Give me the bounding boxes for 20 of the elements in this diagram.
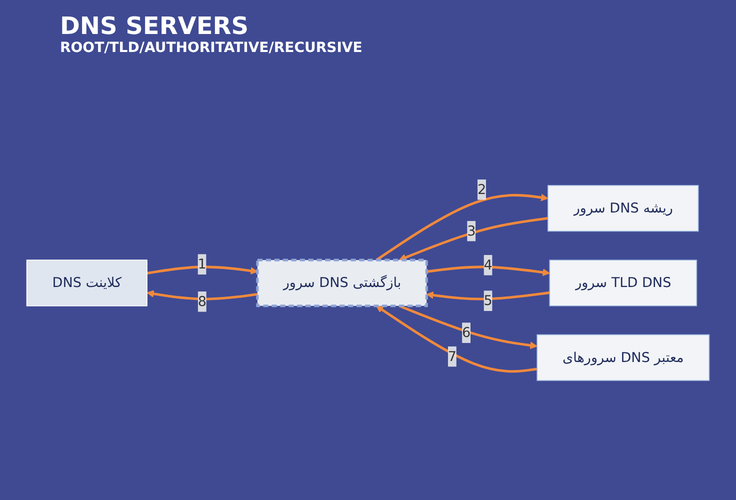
node-box: سرورهای DNS معتبر	[536, 334, 710, 381]
edge-label: 6	[462, 324, 471, 340]
arrow	[376, 194, 548, 262]
arrow	[146, 266, 258, 274]
arrow	[426, 291, 550, 300]
edge-label: 1	[198, 256, 206, 272]
edge-label: 2	[478, 181, 486, 198]
edge-label: 8	[198, 293, 207, 310]
arrow	[398, 304, 538, 350]
arrow	[426, 266, 550, 276]
diagram-title: DNS SERVERS	[60, 12, 250, 40]
subtitle: ROOT/TLD/AUTHORITATIVE/RECURSIVE	[60, 40, 362, 56]
arrow	[376, 306, 538, 373]
arrow	[146, 290, 258, 300]
edge-label: 4	[484, 256, 492, 273]
edge-label: 7	[448, 348, 457, 364]
edge-label: 5	[484, 292, 492, 308]
node-box: DNS کلاینت	[26, 260, 148, 306]
edge-label: 3	[467, 222, 476, 239]
arrow	[398, 216, 548, 262]
